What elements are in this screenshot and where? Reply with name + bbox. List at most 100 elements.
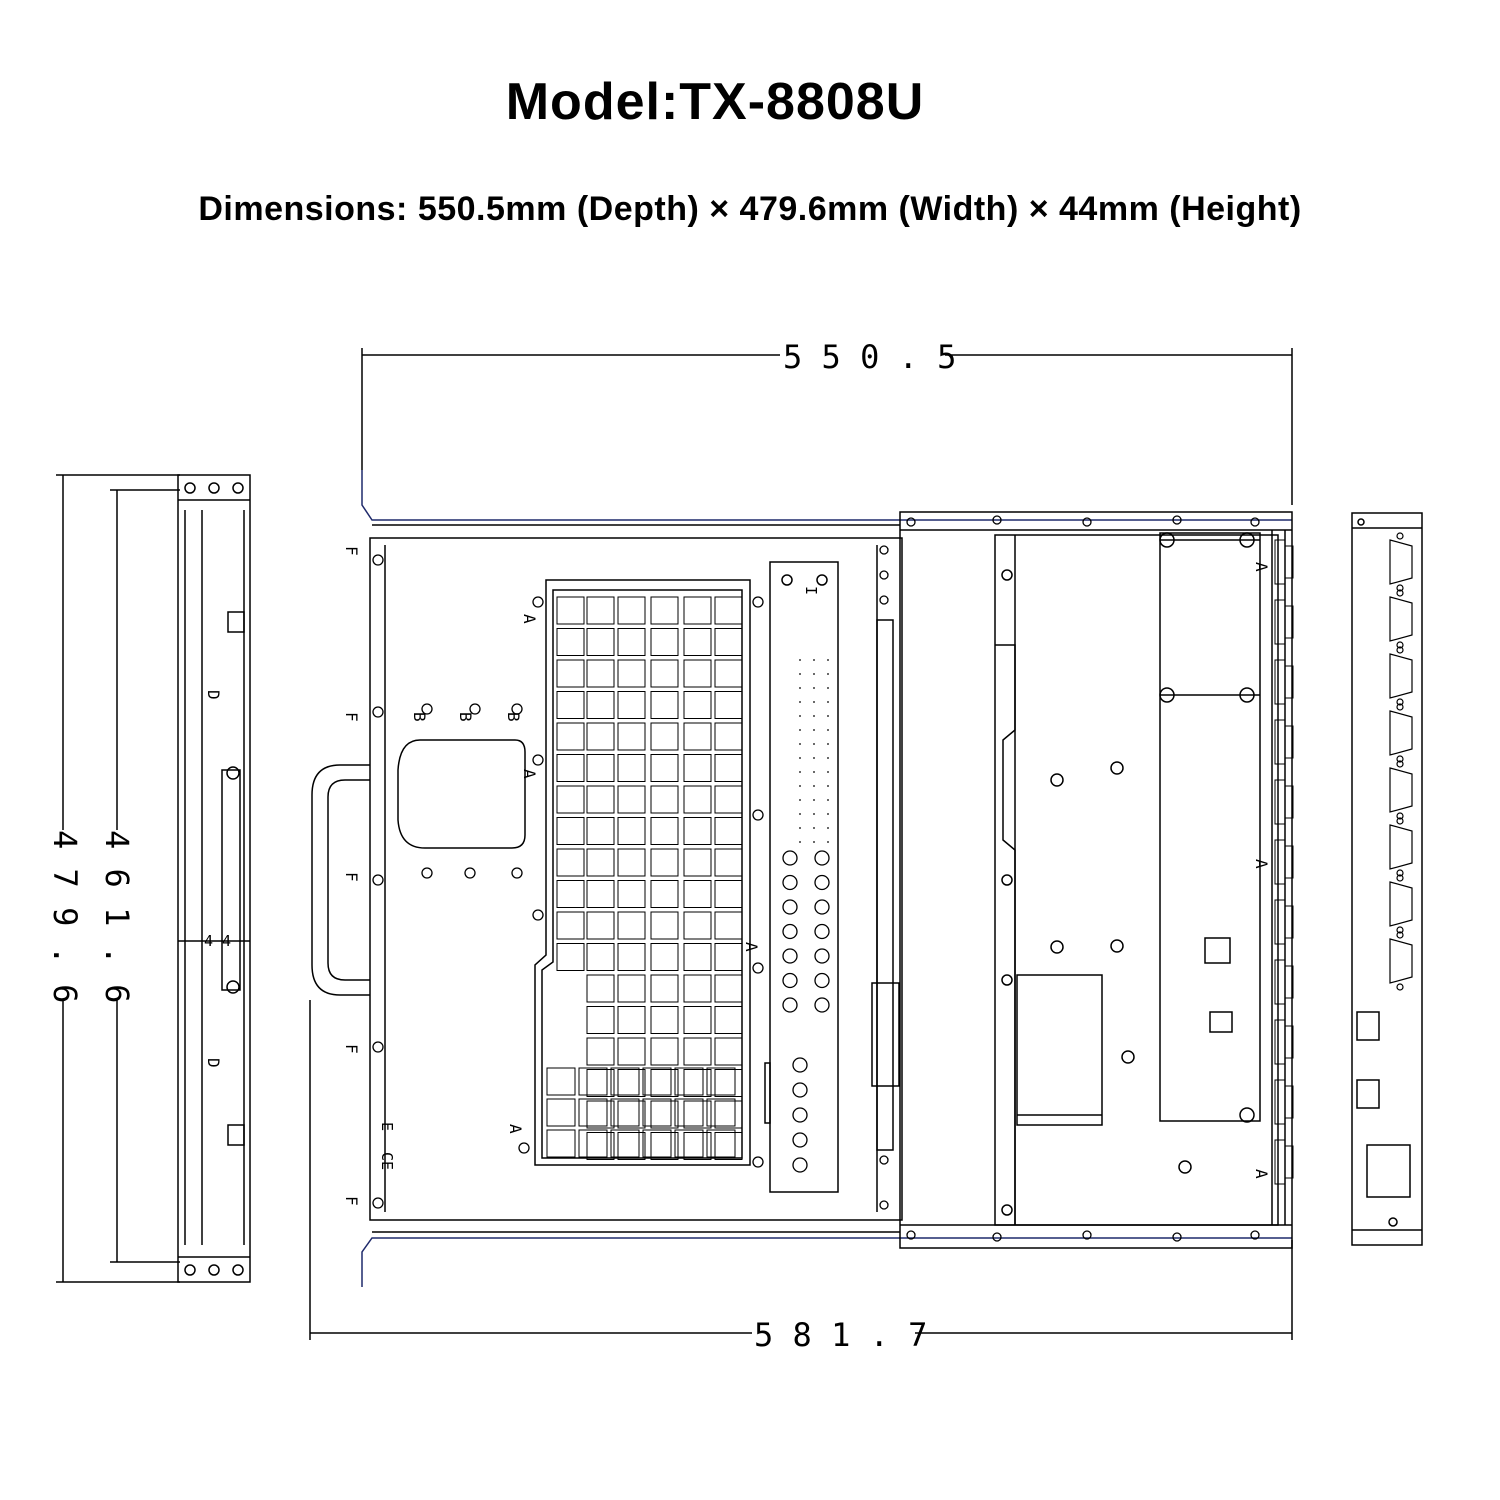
keyboard-key — [556, 722, 585, 751]
strip-port — [782, 923, 798, 940]
keyboard-key — [650, 911, 679, 940]
keyboard-key — [650, 848, 679, 877]
keyboard-key — [578, 1129, 608, 1158]
db-connector-screw — [1396, 703, 1404, 711]
keyboard-key — [546, 1098, 576, 1127]
keyboard-key — [578, 1098, 608, 1127]
keyboard-key — [546, 1067, 576, 1096]
side-d-mark: D — [204, 690, 223, 700]
keyboard-key — [546, 1129, 576, 1158]
keyboard-key — [642, 1098, 672, 1127]
keyboard-key — [650, 754, 679, 782]
keyboard-key — [556, 785, 585, 814]
keyboard-key — [586, 1100, 615, 1129]
db-connector-screw — [1396, 760, 1404, 768]
keyboard-key — [642, 1067, 672, 1096]
keyboard-key — [714, 659, 743, 688]
mark-b1: B — [504, 712, 523, 722]
edge-port — [1274, 1139, 1286, 1185]
mark-a3: A — [742, 942, 761, 952]
keyboard-key — [556, 911, 585, 940]
keyboard-key — [586, 1132, 615, 1160]
edge-port — [1284, 845, 1294, 879]
keyboard-key — [617, 785, 646, 814]
keyboard-key — [714, 817, 743, 845]
db-connector-screw — [1396, 532, 1404, 540]
db-connector-port — [1389, 539, 1413, 585]
keyboard-key — [617, 628, 646, 656]
keyboard-key — [683, 817, 712, 845]
keyboard-key — [586, 817, 615, 845]
height-label: 4 4 — [204, 932, 231, 950]
db-connector-screw — [1396, 926, 1404, 934]
keyboard-key — [556, 628, 585, 656]
keyboard-key — [714, 596, 743, 625]
keyboard-key — [650, 628, 679, 656]
edge-port — [1284, 965, 1294, 999]
model-title: Model:TX-8808U — [505, 73, 925, 131]
keyboard-key — [586, 1006, 615, 1034]
db-connector-port — [1389, 767, 1413, 813]
edge-port — [1274, 599, 1286, 645]
keyboard-key — [617, 817, 646, 845]
edge-port — [1284, 665, 1294, 699]
keyboard-key — [714, 1100, 743, 1129]
db-connector-screw — [1396, 931, 1404, 939]
keyboard-key — [586, 1037, 615, 1066]
side-view-left — [56, 474, 251, 1283]
strip-port — [814, 997, 830, 1013]
strip-port — [814, 948, 830, 964]
keyboard-key — [617, 691, 646, 719]
keyboard-key — [617, 1037, 646, 1066]
keyboard-key — [617, 596, 646, 625]
db-connector-screw — [1396, 584, 1404, 592]
keyboard-key — [650, 880, 679, 908]
edge-port — [1284, 1025, 1294, 1059]
keyboard-key — [617, 1100, 646, 1129]
db-connector-screw — [1396, 755, 1404, 763]
mark-a5: A — [1252, 562, 1271, 572]
keyboard-key — [642, 1129, 672, 1158]
depth-top-label: 5 5 0 . 5 — [783, 338, 956, 376]
keyboard-key — [586, 596, 615, 625]
keyboard-key — [586, 628, 615, 656]
keyboard-key — [714, 722, 743, 751]
strip-ports — [782, 850, 830, 1173]
keyboard-key — [617, 1069, 646, 1097]
edge-port — [1274, 959, 1286, 1005]
keyboard-key — [617, 974, 646, 1003]
edge-port — [1274, 1079, 1286, 1125]
strip-port — [792, 1157, 808, 1173]
keyboard-key — [586, 943, 615, 971]
keyboard-key — [674, 1129, 704, 1158]
db-connector-port — [1389, 824, 1413, 870]
mark-a7: A — [1252, 1169, 1271, 1179]
strip-port — [792, 1107, 808, 1123]
db-connector-screw — [1396, 589, 1404, 597]
edge-port — [1274, 659, 1286, 705]
keyboard-key — [714, 1006, 743, 1034]
keyboard-key — [617, 722, 646, 751]
keyboard-key — [650, 1006, 679, 1034]
keyboard-key — [683, 943, 712, 971]
keyboard-key — [617, 911, 646, 940]
edge-port — [1274, 779, 1286, 825]
mark-i: I — [802, 586, 820, 595]
keyboard-key — [683, 596, 712, 625]
strip-port — [782, 948, 798, 964]
db-connector-screw — [1396, 869, 1404, 877]
keyboard-key — [650, 1069, 679, 1097]
strip-port — [792, 1132, 808, 1148]
strip-port — [792, 1082, 808, 1098]
strip-port — [782, 972, 798, 989]
depth-dimension-bottom — [309, 1000, 1293, 1340]
mark-f1: F — [342, 546, 361, 556]
db-connector-screw — [1396, 646, 1404, 654]
keyboard-key — [578, 1067, 608, 1096]
rear-view — [1351, 512, 1423, 1246]
keyboard-key — [650, 596, 679, 625]
edge-port — [1274, 899, 1286, 945]
edge-port — [1274, 539, 1286, 585]
keyboard-key — [617, 880, 646, 908]
